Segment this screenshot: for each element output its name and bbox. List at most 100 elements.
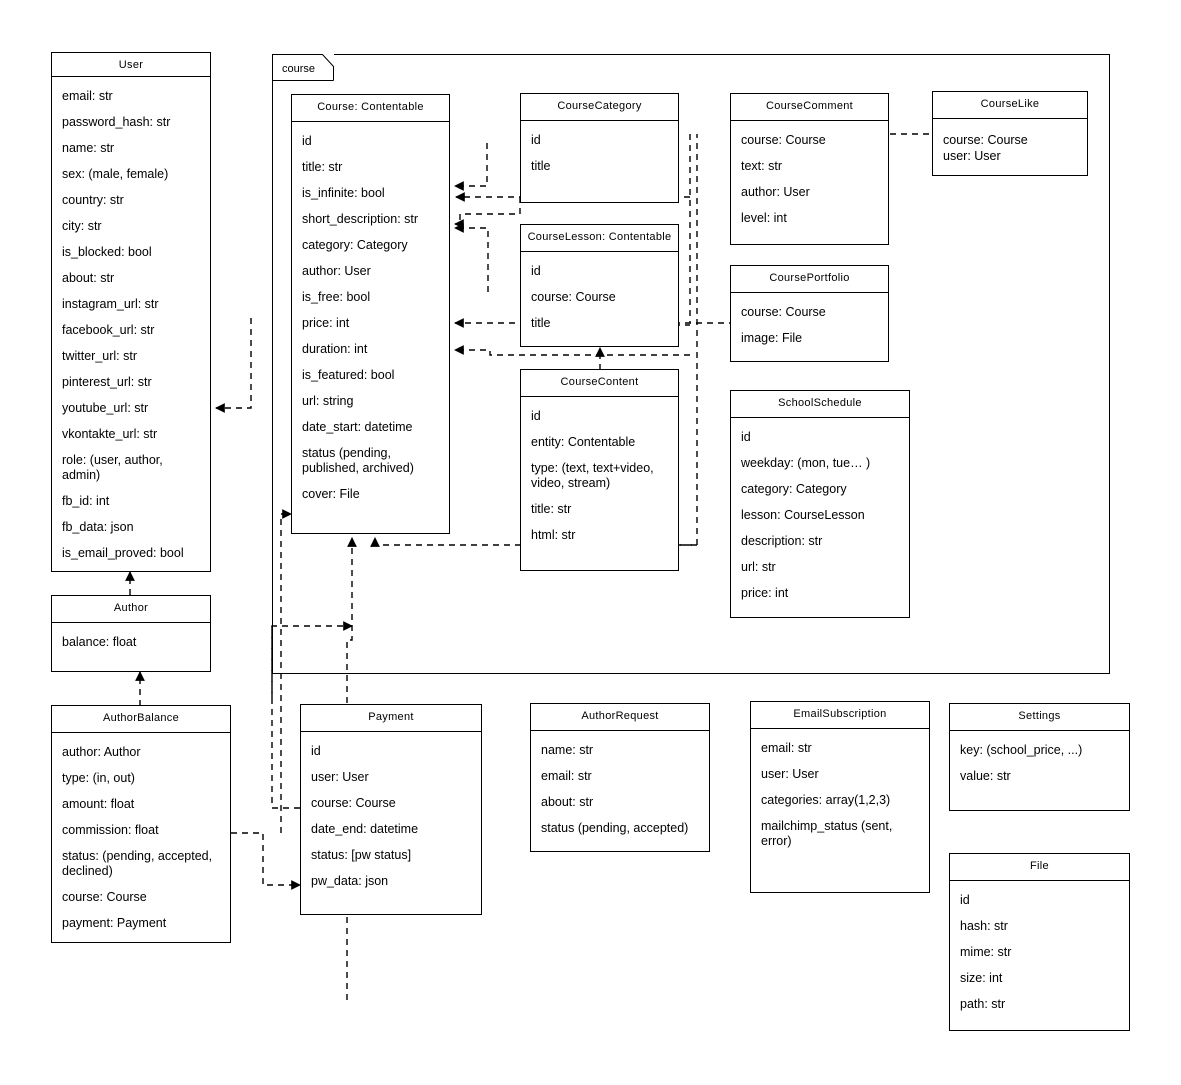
class-course-lesson-title: CourseLesson: Contentable bbox=[521, 225, 678, 252]
attribute: id bbox=[531, 409, 541, 423]
attribute: date_end: datetime bbox=[311, 822, 419, 836]
class-school-schedule-attributes: id weekday: (mon, tue… ) category: Categ… bbox=[731, 418, 909, 617]
attribute: type: (in, out) bbox=[62, 771, 135, 785]
attribute: title: str bbox=[302, 160, 343, 174]
attribute: short_description: str bbox=[302, 212, 419, 226]
attribute: name: str bbox=[541, 743, 594, 757]
class-course-comment[interactable]: CourseComment course: Course text: str a… bbox=[730, 93, 889, 245]
class-author-request-title: AuthorRequest bbox=[531, 704, 709, 731]
class-author-attributes: balance: float bbox=[52, 623, 210, 671]
attribute: is_free: bool bbox=[302, 290, 371, 304]
class-email-subscription[interactable]: EmailSubscription email: str user: User … bbox=[750, 701, 930, 893]
attribute: html: str bbox=[531, 528, 576, 542]
class-course-category-attributes: id title bbox=[521, 121, 678, 202]
attribute: image: File bbox=[741, 331, 803, 345]
attribute: pw_data: json bbox=[311, 874, 389, 888]
attribute: title: str bbox=[531, 502, 572, 516]
class-course-portfolio[interactable]: CoursePortfolio course: Course image: Fi… bbox=[730, 265, 889, 362]
class-course-content-title: CourseContent bbox=[521, 370, 678, 397]
class-file[interactable]: File id hash: str mime: str size: int pa… bbox=[949, 853, 1130, 1031]
attribute: category: Category bbox=[741, 482, 847, 496]
class-author-balance[interactable]: AuthorBalance author: Author type: (in, … bbox=[51, 705, 231, 943]
class-course-category[interactable]: CourseCategory id title bbox=[520, 93, 679, 203]
class-course-category-title: CourseCategory bbox=[521, 94, 678, 121]
attribute: course: Course bbox=[311, 796, 396, 810]
class-course[interactable]: Course: Contentable id title: str is_inf… bbox=[291, 94, 450, 534]
attribute: email: str bbox=[62, 89, 113, 103]
wire-course-author-to-user bbox=[215, 318, 252, 413]
attribute: date_start: datetime bbox=[302, 420, 413, 434]
attribute: id bbox=[741, 430, 751, 444]
class-author[interactable]: Author balance: float bbox=[51, 595, 211, 672]
attribute: vkontakte_url: str bbox=[62, 427, 158, 441]
class-school-schedule-title: SchoolSchedule bbox=[731, 391, 909, 418]
attribute: instagram_url: str bbox=[62, 297, 159, 311]
attribute: commission: float bbox=[62, 823, 159, 837]
class-course-portfolio-attributes: course: Course image: File bbox=[731, 293, 888, 361]
attribute: type: (text, text+video, video, stream) bbox=[531, 461, 654, 490]
attribute: country: str bbox=[62, 193, 124, 207]
class-course-content[interactable]: CourseContent id entity: Contentable typ… bbox=[520, 369, 679, 571]
class-course-attributes: id title: str is_infinite: bool short_de… bbox=[292, 122, 449, 533]
class-school-schedule[interactable]: SchoolSchedule id weekday: (mon, tue… ) … bbox=[730, 390, 910, 618]
attribute: is_email_proved: bool bbox=[62, 546, 184, 560]
attribute: hash: str bbox=[960, 919, 1008, 933]
attribute: email: str bbox=[541, 769, 592, 783]
attribute: is_featured: bool bbox=[302, 368, 395, 382]
class-payment-attributes: id user: User course: Course date_end: d… bbox=[301, 732, 481, 914]
attribute: price: int bbox=[302, 316, 350, 330]
class-settings-attributes: key: (school_price, ...) value: str bbox=[950, 731, 1129, 810]
attribute: twitter_url: str bbox=[62, 349, 138, 363]
class-settings[interactable]: Settings key: (school_price, ...) value:… bbox=[949, 703, 1130, 811]
attribute: id bbox=[960, 893, 970, 907]
attribute: user: User bbox=[311, 770, 369, 784]
class-settings-title: Settings bbox=[950, 704, 1129, 731]
attribute: about: str bbox=[541, 795, 594, 809]
attribute: path: str bbox=[960, 997, 1006, 1011]
attribute: id bbox=[531, 264, 541, 278]
class-course-title: Course: Contentable bbox=[292, 95, 449, 122]
class-course-lesson[interactable]: CourseLesson: Contentable id course: Cou… bbox=[520, 224, 679, 347]
class-author-request[interactable]: AuthorRequest name: str email: str about… bbox=[530, 703, 710, 852]
class-course-comment-title: CourseComment bbox=[731, 94, 888, 121]
attribute: lesson: CourseLesson bbox=[741, 508, 865, 522]
attribute: id bbox=[311, 744, 321, 758]
attribute: size: int bbox=[960, 971, 1003, 985]
attribute: categories: array(1,2,3) bbox=[761, 793, 891, 807]
attribute: url: str bbox=[741, 560, 776, 574]
attribute: course: Course bbox=[531, 290, 616, 304]
attribute: author: User bbox=[302, 264, 371, 278]
attribute: category: Category bbox=[302, 238, 408, 252]
class-author-title: Author bbox=[52, 596, 210, 623]
class-email-subscription-attributes: email: str user: User categories: array(… bbox=[751, 729, 929, 892]
class-course-content-attributes: id entity: Contentable type: (text, text… bbox=[521, 397, 678, 570]
attribute: user: User bbox=[761, 767, 819, 781]
attribute: status: [pw status] bbox=[311, 848, 412, 862]
attribute: course: Course bbox=[943, 133, 1028, 147]
class-user[interactable]: User email: str password_hash: str name:… bbox=[51, 52, 211, 572]
attribute: cover: File bbox=[302, 487, 360, 501]
attribute: title bbox=[531, 316, 551, 330]
wire-authorbalance-payment-to-payment bbox=[231, 832, 301, 890]
attribute: status (pending, published, archived) bbox=[302, 446, 414, 475]
class-user-attributes: email: str password_hash: str name: str … bbox=[52, 77, 210, 571]
attribute: user: User bbox=[943, 149, 1001, 163]
class-file-attributes: id hash: str mime: str size: int path: s… bbox=[950, 881, 1129, 1030]
attribute: sex: (male, female) bbox=[62, 167, 169, 181]
attribute: url: string bbox=[302, 394, 354, 408]
attribute: mime: str bbox=[960, 945, 1012, 959]
attribute: duration: int bbox=[302, 342, 368, 356]
class-payment[interactable]: Payment id user: User course: Course dat… bbox=[300, 704, 482, 915]
class-author-balance-attributes: author: Author type: (in, out) amount: f… bbox=[52, 733, 230, 942]
attribute: status (pending, accepted) bbox=[541, 821, 689, 835]
attribute: level: int bbox=[741, 211, 787, 225]
attribute: about: str bbox=[62, 271, 115, 285]
attribute: course: Course bbox=[62, 890, 147, 904]
package-course-tab: course bbox=[272, 54, 334, 81]
attribute: name: str bbox=[62, 141, 115, 155]
class-course-like[interactable]: CourseLike course: Course user: User bbox=[932, 91, 1088, 176]
attribute: city: str bbox=[62, 219, 102, 233]
class-payment-title: Payment bbox=[301, 705, 481, 732]
class-author-request-attributes: name: str email: str about: str status (… bbox=[531, 731, 709, 851]
attribute: price: int bbox=[741, 586, 789, 600]
